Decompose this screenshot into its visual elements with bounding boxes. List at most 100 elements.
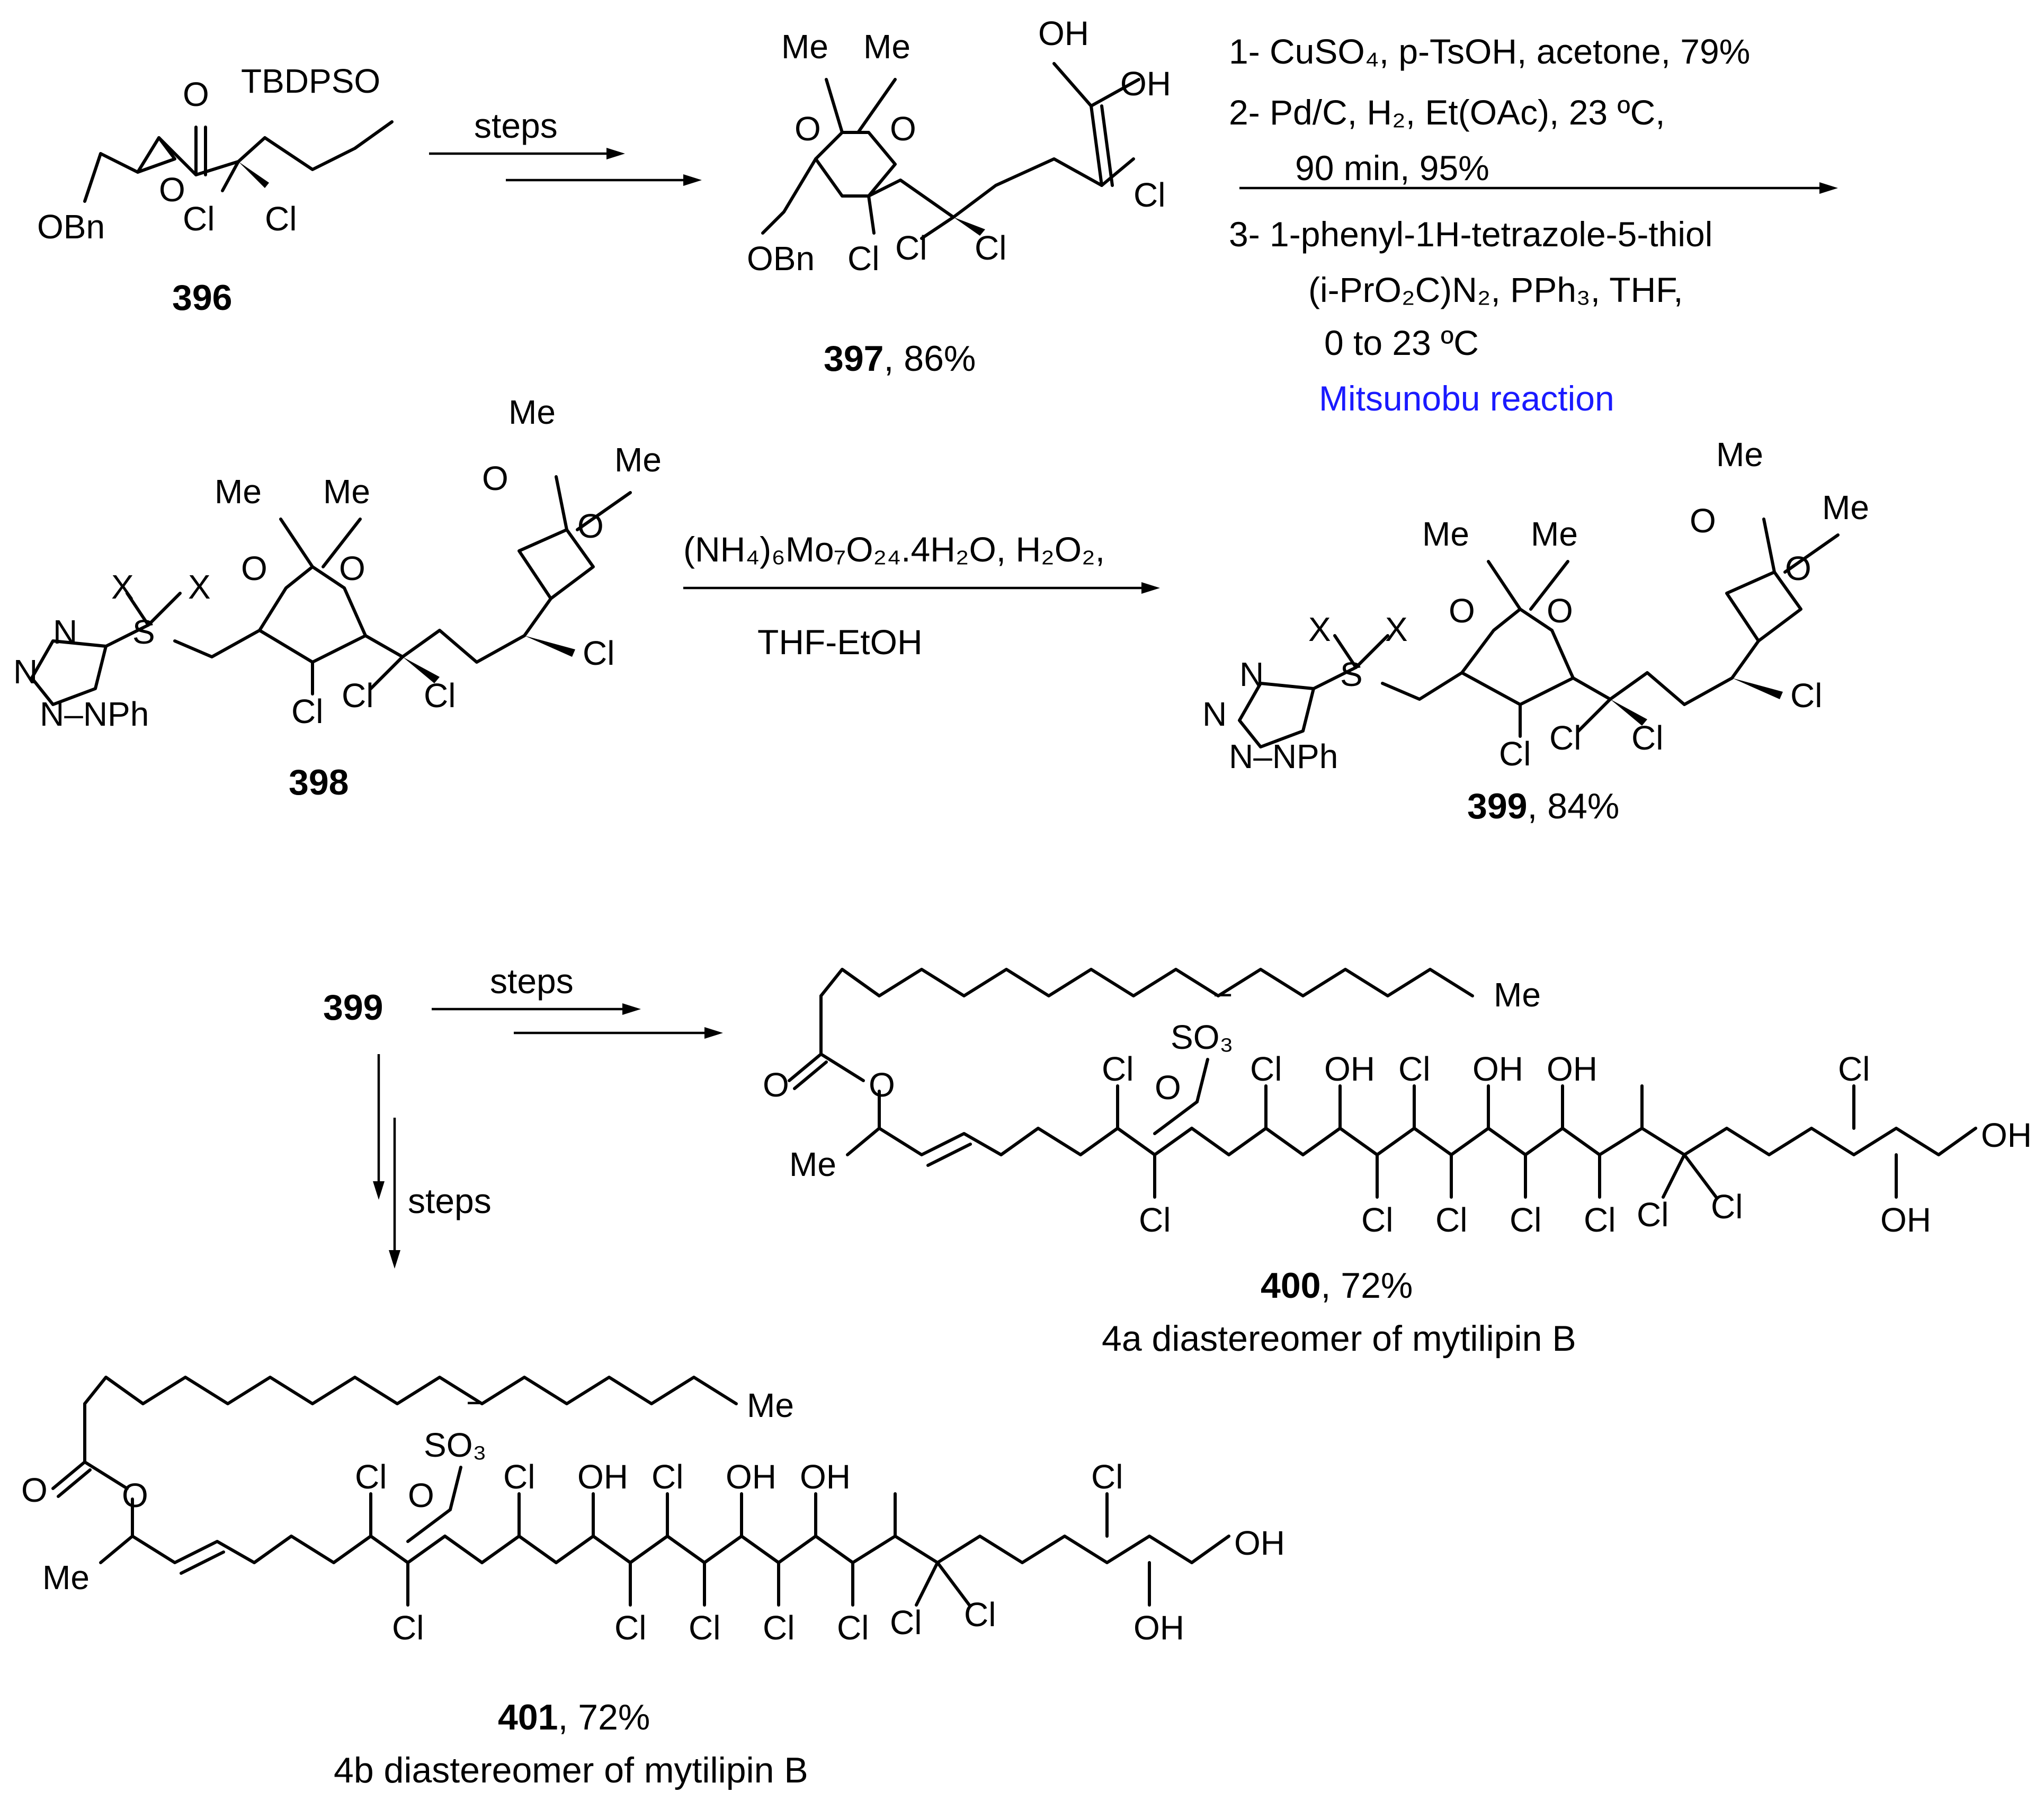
atom-me: Me: [42, 1558, 90, 1597]
compound-yield: , 84%: [1527, 786, 1619, 826]
atom-o: O: [159, 171, 185, 209]
atom-oh: OH: [577, 1458, 628, 1496]
atom-oh: OH: [1133, 1609, 1184, 1647]
atom-n: N: [53, 613, 77, 651]
atom-n: N: [13, 653, 38, 691]
compound-401: Me O O Me SO₃ − O Cl Cl OH Cl OH OH Cl O…: [21, 1376, 1285, 1790]
atom-oh: OH: [800, 1458, 851, 1496]
compound-number: 396: [172, 278, 232, 318]
atom-o: O: [122, 1476, 148, 1514]
atom-cl: Cl: [1091, 1458, 1123, 1496]
atom-oh: OH: [1038, 14, 1089, 52]
compound-label-399: 399, 84%: [1467, 786, 1619, 826]
compound-yield: , 72%: [558, 1697, 650, 1737]
atom-me: Me: [614, 441, 662, 479]
compound-number: 399: [1467, 786, 1527, 826]
atom-oh: OH: [1472, 1050, 1523, 1088]
atom-cl: Cl: [689, 1609, 720, 1647]
compound-number: 398: [289, 762, 349, 803]
atom-me: Me: [1422, 515, 1469, 553]
atom-cl: Cl: [837, 1609, 869, 1647]
atom-o: O: [482, 459, 508, 497]
atom-o: O: [1449, 592, 1475, 630]
atom-o: O: [408, 1476, 434, 1514]
compound-label-401: 401, 72%: [498, 1697, 650, 1737]
compound-396: O TBDPSO O OBn Cl Cl 396: [37, 62, 394, 318]
atom-cl: Cl: [503, 1458, 535, 1496]
atom-n: N: [1239, 655, 1264, 693]
atom-nph: N–NPh: [40, 695, 149, 733]
atom-o: O: [1547, 592, 1573, 630]
atom-oh: OH: [726, 1458, 776, 1496]
atom-x: X: [1308, 610, 1331, 648]
atom-obn: OBn: [37, 208, 105, 246]
atom-charge: −: [466, 1384, 486, 1422]
atom-me: Me: [863, 28, 911, 66]
atom-nph: N–NPh: [1229, 737, 1338, 775]
atom-cl: Cl: [1790, 676, 1822, 715]
condition-line: THF-EtOH: [757, 622, 923, 662]
condition-line: 90 min, 95%: [1295, 148, 1489, 188]
reaction-arrow-3: (NH₄)₆Mo₇O₂₄.4H₂O, H₂O₂, THF-EtOH: [683, 530, 1160, 662]
arrow-label: steps: [474, 106, 558, 145]
atom-o: O: [183, 75, 209, 113]
atom-o: O: [1155, 1068, 1181, 1107]
atom-cl: Cl: [651, 1458, 683, 1496]
atom-o: O: [795, 110, 821, 148]
atom-cl: Cl: [1549, 719, 1581, 757]
atom-cl: Cl: [355, 1458, 387, 1496]
atom-obn: OBn: [747, 239, 815, 278]
compound-400: Me O O Me SO₃ − O Cl Cl OH Cl OH OH Cl O…: [763, 968, 2032, 1359]
atom-oh: OH: [1234, 1524, 1285, 1562]
atom-cl: Cl: [1499, 735, 1531, 773]
atom-oh: OH: [1547, 1050, 1597, 1088]
atom-me: Me: [1494, 976, 1541, 1014]
atom-cl: Cl: [1435, 1201, 1467, 1239]
condition-line: 1- CuSO₄, p-TsOH, acetone, 79%: [1229, 32, 1750, 71]
atom-oh: OH: [1981, 1116, 2032, 1154]
atom-cl: Cl: [890, 1603, 922, 1642]
atom-me: Me: [1822, 488, 1869, 527]
atom-o: O: [1785, 549, 1811, 587]
atom-s: S: [1340, 655, 1363, 693]
atom-me: Me: [781, 28, 828, 66]
atom-cl: Cl: [1711, 1188, 1743, 1226]
atom-o: O: [241, 549, 267, 587]
atom-cl: Cl: [342, 676, 373, 715]
atom-me: Me: [789, 1145, 836, 1183]
atom-o: O: [21, 1471, 48, 1509]
atom-oh: OH: [1120, 65, 1171, 103]
compound-label-397: 397, 86%: [824, 338, 976, 379]
atom-charge: −: [1213, 976, 1233, 1014]
arrow-label: steps: [408, 1181, 492, 1220]
atom-x: X: [111, 568, 134, 606]
atom-cl: Cl: [1637, 1196, 1668, 1234]
atom-o: O: [890, 110, 916, 148]
compound-397: Me Me O O OH OH Cl OBn Cl Cl Cl 397, 86%: [747, 14, 1171, 379]
compound-398: X X S N N N–NPh Me Me O O Me Me O O Cl C…: [13, 393, 662, 803]
atom-me: Me: [215, 472, 262, 511]
atom-cl: Cl: [614, 1609, 646, 1647]
atom-cl: Cl: [265, 200, 297, 238]
atom-cl: Cl: [1133, 176, 1165, 214]
atom-x: X: [1385, 610, 1408, 648]
atom-so3: SO₃: [1171, 1018, 1234, 1056]
atom-cl: Cl: [763, 1609, 795, 1647]
atom-cl: Cl: [964, 1595, 996, 1634]
compound-label-400: 400, 72%: [1261, 1265, 1413, 1306]
atom-oh: OH: [1324, 1050, 1375, 1088]
condition-highlight: Mitsunobu reaction: [1319, 379, 1614, 418]
compound-number: 399: [323, 987, 383, 1028]
atom-cl: Cl: [1398, 1050, 1430, 1088]
atom-me: Me: [323, 472, 370, 511]
atom-cl: Cl: [1139, 1201, 1171, 1239]
reaction-arrow-2: 1- CuSO₄, p-TsOH, acetone, 79% 2- Pd/C, …: [1229, 32, 1838, 418]
atom-o: O: [339, 549, 365, 587]
compound-note: 4a diastereomer of mytilipin B: [1102, 1318, 1576, 1359]
condition-line: (NH₄)₆Mo₇O₂₄.4H₂O, H₂O₂,: [683, 530, 1105, 569]
atom-cl: Cl: [1838, 1050, 1870, 1088]
atom-o: O: [1690, 502, 1716, 540]
atom-so3: SO₃: [424, 1426, 487, 1464]
atom-me: Me: [747, 1386, 794, 1424]
atom-o: O: [869, 1066, 895, 1104]
